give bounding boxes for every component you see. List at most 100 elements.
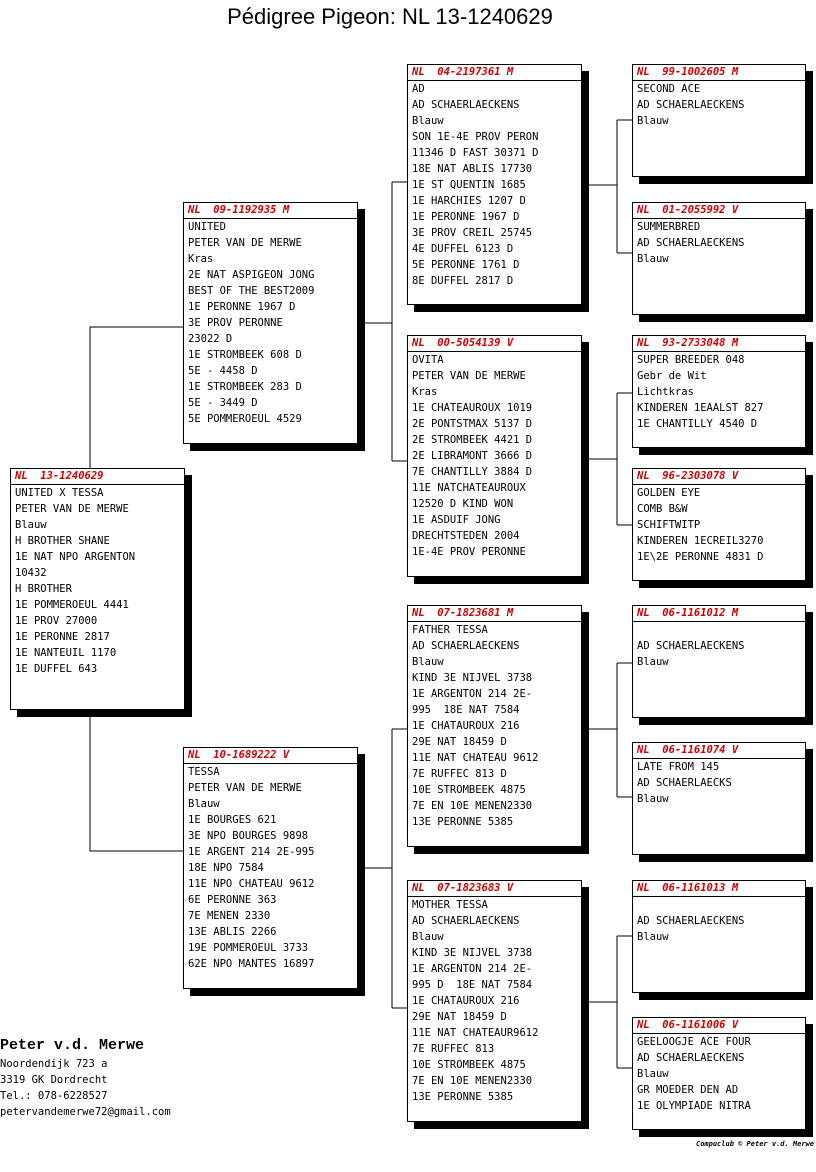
ring-number: NL 06-1161012 M	[633, 606, 805, 622]
card-line: AD	[412, 83, 425, 95]
card-line: 7E RUFFEC 813	[412, 1043, 495, 1055]
card-line: LATE FROM 145	[637, 761, 720, 773]
card-line: 19E POMMEROEUL 3733	[188, 942, 309, 954]
card-line: PETER VAN DE MERWE	[412, 370, 526, 382]
card-line: DRECHTSTEDEN 2004	[412, 530, 520, 542]
owner-phone: Tel.: 078-6228527	[0, 1090, 108, 1102]
card-line: 11E NPO CHATEAU 9612	[188, 878, 315, 890]
card-line: 12520 D KIND WON	[412, 498, 514, 510]
card-line: OVITA	[412, 354, 444, 366]
owner-address: Noordendijk 723 a	[0, 1058, 108, 1070]
card-line: 1E PERONNE 1967 D	[412, 211, 520, 223]
card-line: 1E PROV 27000	[15, 615, 98, 627]
card-line: 995 D 18E NAT 7584	[412, 979, 533, 991]
ring-number: NL 06-1161013 M	[633, 881, 805, 897]
card-line: 1E STROMBEEK 283 D	[188, 381, 302, 393]
card-line: AD SCHAERLAECKS	[637, 777, 732, 789]
card-line: FATHER TESSA	[412, 624, 488, 636]
card-line: 4E DUFFEL 6123 D	[412, 243, 514, 255]
ring-number: NL 13-1240629	[11, 469, 184, 485]
card-line: AD SCHAERLAECKENS	[412, 99, 520, 111]
card-line: Blauw	[637, 793, 669, 805]
card-line: 1E CHATAUROUX 216	[412, 995, 520, 1007]
card-line: Blauw	[15, 519, 47, 531]
card-line: 1E POMMEROEUL 4441	[15, 599, 129, 611]
card-line	[637, 897, 801, 913]
card-line: 6E PERONNE 363	[188, 894, 277, 906]
card-line: 62E NPO MANTES 16897	[188, 958, 315, 970]
card-line: 5E POMMEROEUL 4529	[188, 413, 302, 425]
card-line: 1E NAT NPO ARGENTON	[15, 551, 136, 563]
card-line: GR MOEDER DEN AD	[637, 1084, 739, 1096]
card-lines: LATE FROM 145 AD SCHAERLAECKS Blauw	[637, 759, 801, 807]
owner-block: Peter v.d. Merwe Noordendijk 723 a 3319 …	[0, 1036, 171, 1120]
card-line: MOTHER TESSA	[412, 899, 488, 911]
card-line: PETER VAN DE MERWE	[188, 782, 302, 794]
ring-number: NL 10-1689222 V	[184, 748, 357, 764]
card-line: AD SCHAERLAECKENS	[637, 237, 745, 249]
page-title: Pédigree Pigeon: NL 13-1240629	[227, 4, 553, 29]
card-line: H BROTHER	[15, 583, 72, 595]
card-line: 13E PERONNE 5385	[412, 1091, 514, 1103]
card-line: 23022 D	[188, 333, 233, 345]
card-line: 5E PERONNE 1761 D	[412, 259, 520, 271]
card-line: AD SCHAERLAECKENS	[637, 1052, 745, 1064]
card-line: 1E HARCHIES 1207 D	[412, 195, 526, 207]
card-line: 29E NAT 18459 D	[412, 736, 507, 748]
card-line: 7E EN 10E MENEN2330	[412, 800, 533, 812]
card-line: 1E DUFFEL 643	[15, 663, 98, 675]
card-line: 5E - 4458 D	[188, 365, 258, 377]
card-line: Kras	[412, 386, 438, 398]
card-line: BEST OF THE BEST2009	[188, 285, 315, 297]
card-line: 1E BOURGES 621	[188, 814, 277, 826]
ring-number: NL 09-1192935 M	[184, 203, 357, 219]
card-line: Gebr de Wit	[637, 370, 707, 382]
card-line: 1E-4E PROV PERONNE	[412, 546, 526, 558]
card-line: 1E CHANTILLY 4540 D	[637, 418, 758, 430]
card-line: 995 18E NAT 7584	[412, 704, 520, 716]
card-line: Blauw	[188, 798, 220, 810]
ring-number: NL 07-1823681 M	[408, 606, 581, 622]
card-line: 7E RUFFEC 813 D	[412, 768, 507, 780]
card-line: SECOND ACE	[637, 83, 701, 95]
ring-number: NL 06-1161074 V	[633, 743, 805, 759]
card-line: 3E PROV CREIL 25745	[412, 227, 533, 239]
card-line: 1E PERONNE 2817	[15, 631, 110, 643]
ring-number: NL 07-1823683 V	[408, 881, 581, 897]
card-line: 1E STROMBEEK 608 D	[188, 349, 302, 361]
pigeon-card-dam-sire-dam: NL 06-1161074 V LATE FROM 145 AD SCHAERLA…	[632, 742, 806, 855]
card-line: H BROTHER SHANE	[15, 535, 110, 547]
card-line: 2E LIBRAMONT 3666 D	[412, 450, 533, 462]
card-line: GEELOOGJE ACE FOUR	[637, 1036, 751, 1048]
card-line	[637, 622, 801, 638]
card-line: COMB B&W	[637, 503, 688, 515]
ring-number: NL 99-1002605 M	[633, 65, 805, 81]
ring-number: NL 00-5054139 V	[408, 336, 581, 352]
card-line: 29E NAT 18459 D	[412, 1011, 507, 1023]
card-line: Kras	[188, 253, 214, 265]
card-line: Blauw	[637, 115, 669, 127]
card-line: Blauw	[637, 253, 669, 265]
card-line: SUPER BREEDER 048	[637, 354, 745, 366]
card-line: 10E STROMBEEK 4875	[412, 784, 526, 796]
card-line: 2E STROMBEEK 4421 D	[412, 434, 533, 446]
card-line: 1E OLYMPIADE NITRA	[637, 1100, 751, 1112]
card-line: 7E CHANTILLY 3884 D	[412, 466, 533, 478]
